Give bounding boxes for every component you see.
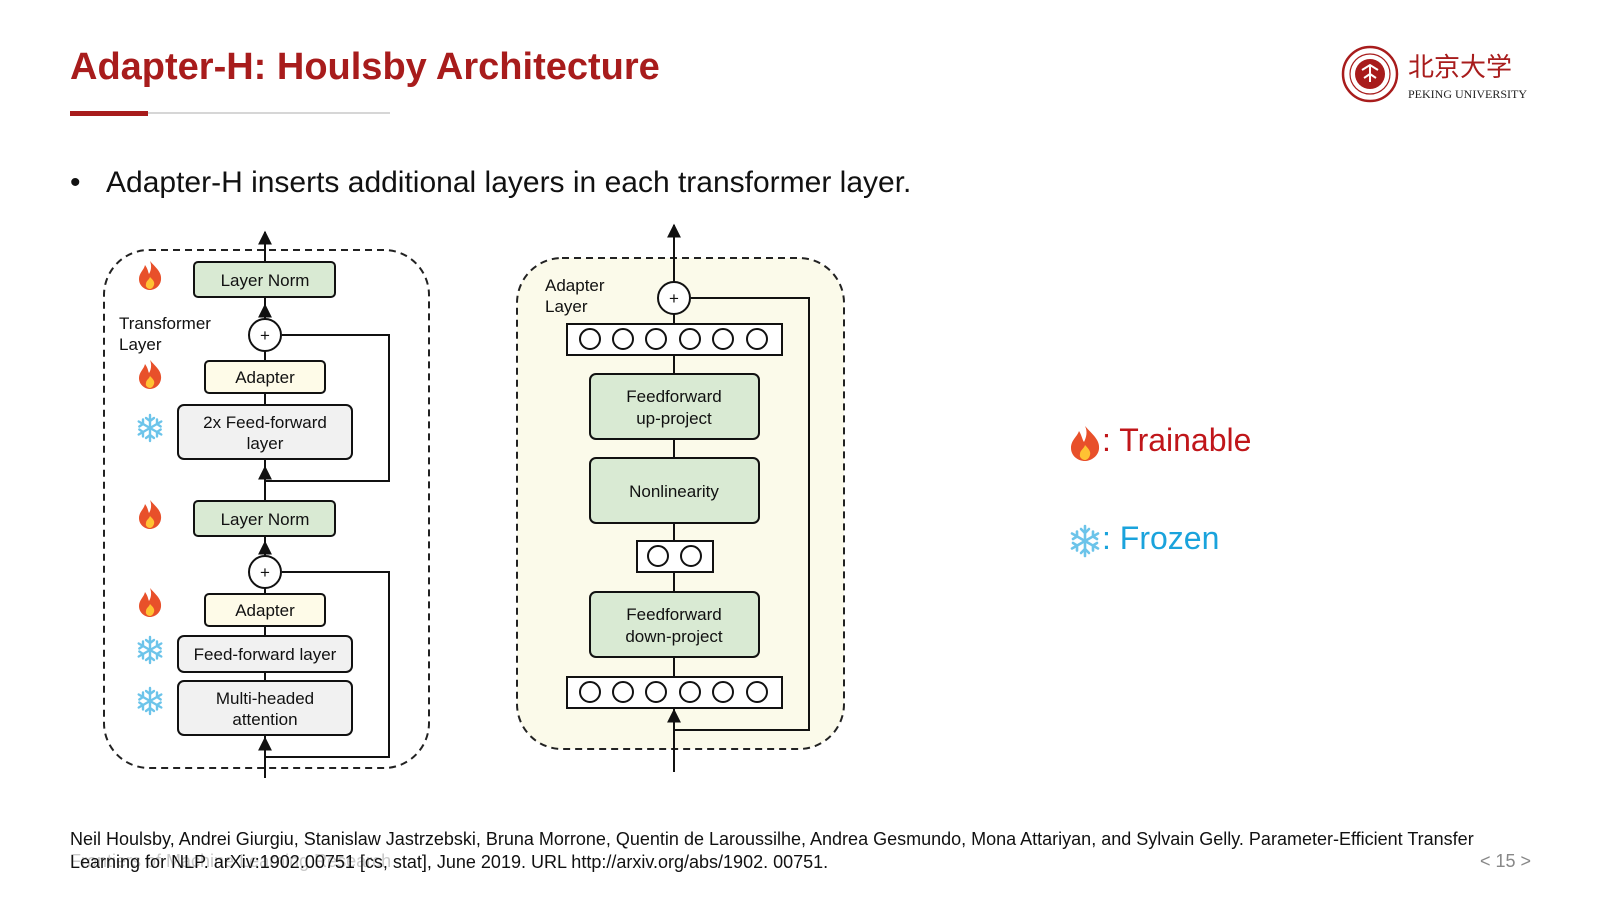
legend-trainable: : Trainable: [1068, 422, 1251, 462]
architecture-diagram: Layer Norm + Adapter 2x Feed-forward lay…: [103, 223, 845, 778]
output-neurons: [579, 328, 768, 350]
add-node-bottom: [248, 555, 282, 589]
logo-english-text: PEKING UNIVERSITY: [1408, 87, 1527, 101]
down-project-label-line2: down-project: [625, 627, 723, 646]
snowflake-icon: [1070, 524, 1100, 557]
layer-norm-top-box: [193, 261, 336, 298]
transformer-layer-frame: [103, 249, 430, 769]
up-project-label-line1: Feedforward: [626, 387, 721, 406]
snowflake-icon: [137, 635, 163, 665]
ff2x-label-line1: 2x Feed-forward: [203, 413, 327, 432]
legend-frozen-label: : Frozen: [1102, 520, 1220, 556]
fire-icon: [139, 261, 162, 290]
fire-icon: [139, 500, 162, 529]
add-node-top-label: +: [260, 326, 270, 345]
ff2x-label-line2: layer: [247, 434, 284, 453]
layer-norm-bottom-label: Layer Norm: [221, 510, 310, 529]
snowflake-icon: [137, 413, 163, 443]
ff2x-box: [177, 404, 353, 460]
down-project-label-line1: Feedforward: [626, 605, 721, 624]
reference-citation: Neil Houlsby, Andrei Giurgiu, Stanislaw …: [70, 829, 1474, 872]
fire-icon: [139, 588, 162, 617]
layer-norm-bottom-box: [193, 500, 336, 537]
transformer-layer-label-line1: Transformer: [119, 314, 211, 333]
adapter-add-node: [657, 281, 691, 315]
ff-layer-label: Feed-forward layer: [194, 645, 337, 664]
adapter-layer-label-line2: Layer: [545, 297, 588, 316]
mha-label-line2: attention: [232, 710, 297, 729]
title-accent-bar: [70, 111, 148, 116]
layer-norm-top-label: Layer Norm: [221, 271, 310, 290]
residual-top: [265, 334, 390, 482]
bullet-item: •Adapter-H inserts additional layers in …: [70, 166, 912, 199]
add-node-bottom-label: +: [260, 563, 270, 582]
snowflake-icon: [137, 686, 163, 716]
legend-frozen: : Frozen: [1068, 520, 1219, 560]
down-project-box: [589, 591, 760, 658]
bottleneck-neurons: [647, 545, 702, 567]
fire-icon: [139, 360, 162, 389]
adapter-top-box: [204, 360, 326, 394]
up-project-label-line2: up-project: [636, 409, 712, 428]
page-number: < 15 >: [1480, 851, 1532, 871]
fire-icon: [1071, 425, 1100, 461]
adapter-bottom-box: [204, 593, 326, 627]
legend-trainable-label: : Trainable: [1102, 422, 1252, 458]
seal-icon: [1341, 45, 1399, 103]
residual-bottom: [265, 571, 390, 758]
up-project-box: [589, 373, 760, 440]
transformer-layer-label-line2: Layer: [119, 335, 162, 354]
logo-chinese-text: 北京大学: [1408, 53, 1512, 83]
adapter-top-label: Adapter: [235, 368, 295, 387]
adapter-add-node-label: +: [669, 289, 679, 308]
input-neurons: [579, 681, 768, 703]
mha-label-line1: Multi-headed: [216, 689, 314, 708]
nonlinearity-box: [589, 457, 760, 524]
bullet-text: Adapter-H inserts additional layers in e…: [106, 166, 912, 199]
add-node-top: [248, 318, 282, 352]
title-underline: [70, 112, 390, 114]
nonlinearity-label: Nonlinearity: [629, 482, 719, 501]
footer-course-name: Frontiers of Machine Learning Research: [70, 851, 392, 871]
mha-box: [177, 680, 353, 736]
slide-title: Adapter-H: Houlsby Architecture: [70, 46, 660, 88]
university-logo: 北京大学 PEKING UNIVERSITY: [1341, 45, 1527, 103]
adapter-skip-connection: [674, 297, 810, 731]
ff-layer-box: [177, 635, 353, 673]
adapter-layer-label-line1: Adapter: [545, 276, 605, 295]
adapter-bottom-label: Adapter: [235, 601, 295, 620]
